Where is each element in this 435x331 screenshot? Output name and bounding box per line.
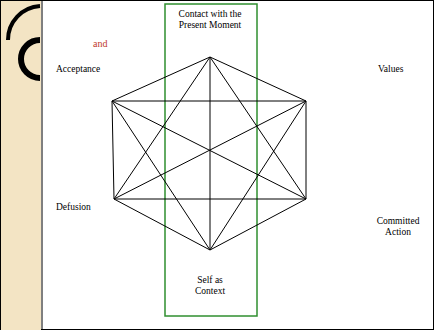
connector-line [306,101,307,199]
concept-label: Self as Context [185,275,235,297]
concept-node: Acceptance [50,60,112,101]
connector-line [114,101,306,199]
highlight-frame [165,4,257,316]
band-arc [8,6,40,40]
concept-label: Values [378,64,422,75]
node-text-group: Values [378,64,422,75]
concept-node: Contact with the Present Moment [160,6,260,57]
connector-line [112,101,306,102]
concept-label: Committed Action [368,216,428,238]
side-band [1,1,41,330]
connector-line [114,199,306,200]
concept-node: Defusion [50,199,114,219]
connector-line [210,199,306,250]
node-text-group: Defusion [56,202,108,213]
node-text-group: Acceptance [56,64,112,75]
connector-line [210,57,306,199]
concept-node: Values [306,60,426,101]
node-text-group: Committed Action [368,216,428,238]
connector-line [112,101,114,199]
band-edge [42,1,43,330]
concept-node: Self as Context [160,250,260,299]
band-crescent [21,40,40,78]
node-text-group: Contact with the Present Moment [168,9,252,31]
connector-line [210,101,306,250]
node-text-group: Self as Context [185,275,235,297]
concept-label: Contact with the Present Moment [168,9,252,31]
connector-line [114,199,210,250]
concept-label: Acceptance [56,64,112,75]
connector-line [112,101,306,199]
concept-node: Committed Action [306,199,426,241]
connector-line [210,57,211,250]
slide-heading-fragment: and [93,38,107,50]
concept-label: Defusion [56,202,108,213]
